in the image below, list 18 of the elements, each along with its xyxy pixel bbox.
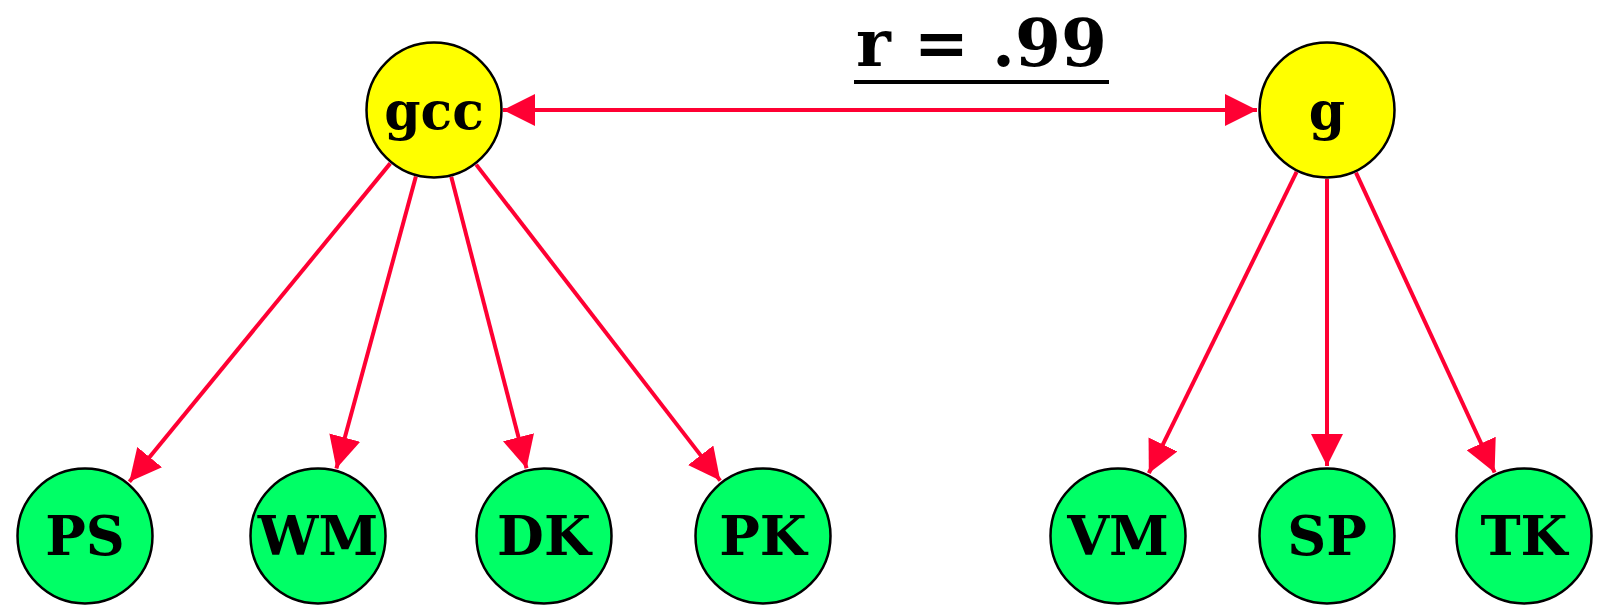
arrow [449,176,534,469]
node-label: PS [45,504,125,568]
arrow [1311,179,1343,466]
node-label: VM [1067,504,1169,568]
arrow [127,162,392,484]
arrow [1147,171,1299,475]
node-label: SP [1287,504,1367,568]
arrow [1354,171,1497,474]
node-label: gcc [384,79,484,141]
arrow [503,94,1257,126]
correlation-label: r = .99 [854,10,1109,84]
node-label: TK [1480,504,1568,568]
node-label: g [1308,79,1346,141]
arrow [474,163,722,482]
node-label: DK [497,504,591,568]
arrow [329,176,418,469]
node-label: WM [257,504,379,568]
node-label: PK [719,504,807,568]
